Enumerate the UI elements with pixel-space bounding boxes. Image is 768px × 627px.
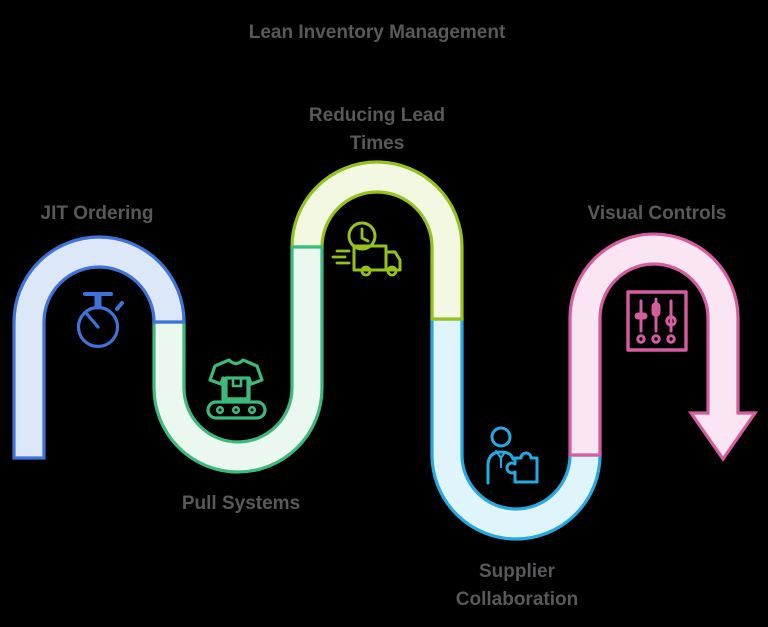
stage-label-reducing-lead-times: Reducing Lead Times bbox=[308, 105, 446, 154]
stage-label-pull-systems: Pull Systems bbox=[181, 493, 301, 514]
stage-label-visual-controls: Visual Controls bbox=[587, 203, 727, 224]
tube-segment-pull-systems bbox=[152, 245, 324, 474]
tshirt-conveyor-icon bbox=[206, 358, 267, 420]
stage-label-jit-ordering: JIT Ordering bbox=[40, 203, 154, 224]
tube-segment-reducing-lead-times bbox=[290, 160, 464, 321]
tube-segment-jit-ordering bbox=[12, 235, 186, 460]
person-puzzle-icon bbox=[486, 426, 539, 485]
diagram-title: Lean Inventory Management bbox=[248, 22, 506, 43]
tube-segment-visual-controls-with-arrow bbox=[568, 232, 759, 462]
stage-label-supplier-collaboration: Supplier Collaboration bbox=[455, 561, 579, 610]
tube-segment-supplier-collaboration bbox=[430, 317, 602, 541]
stopwatch-icon bbox=[76, 292, 124, 349]
truck-clock-icon bbox=[331, 221, 402, 277]
sliders-panel-icon bbox=[626, 290, 688, 352]
